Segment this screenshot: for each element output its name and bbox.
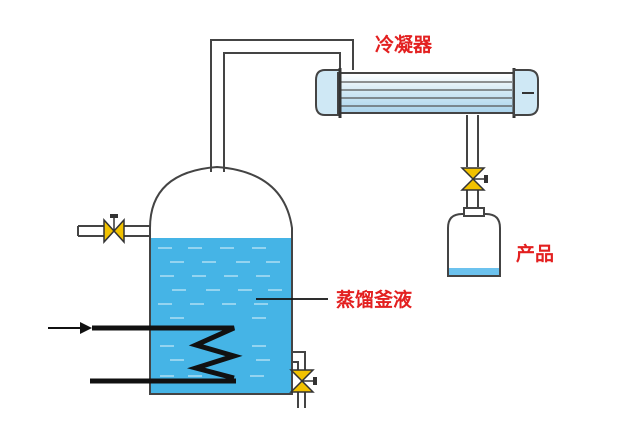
drain-valve	[289, 369, 317, 393]
feed-valve	[103, 214, 125, 244]
still-liquid-label: 蒸馏釜液	[336, 288, 413, 311]
condenser	[315, 68, 539, 118]
still-liquid	[151, 238, 291, 393]
drain-pipe	[292, 351, 306, 408]
still-vessel	[149, 165, 293, 395]
product-label: 产品	[516, 242, 554, 265]
feed-inlet-pipe	[77, 225, 150, 237]
arrow-right-icon	[80, 322, 92, 334]
condenser-label: 冷凝器	[375, 33, 433, 56]
heating-coil	[48, 322, 243, 384]
product-receiver	[447, 207, 501, 277]
product-valve	[460, 167, 488, 191]
product-pipe	[466, 115, 479, 212]
product-liquid	[449, 268, 499, 275]
vapor-pipe	[210, 39, 354, 172]
liquid-foam	[158, 247, 282, 377]
